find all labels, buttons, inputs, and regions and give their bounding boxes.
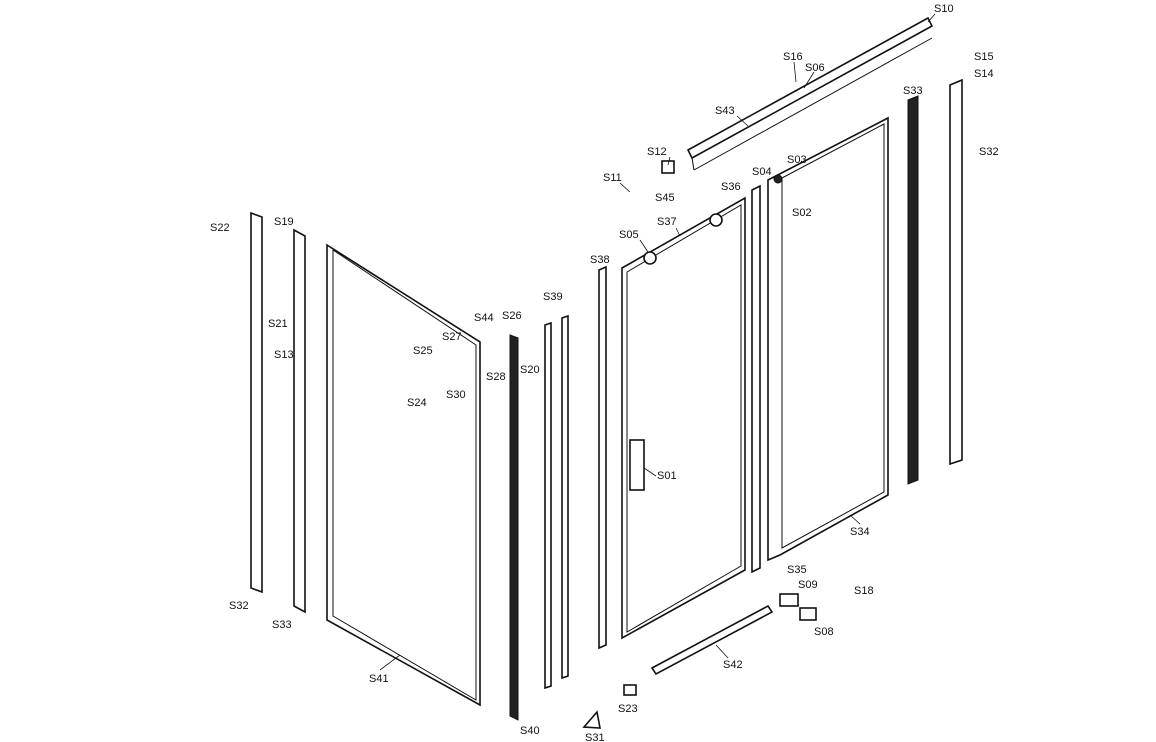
label-s08: S08 (814, 626, 834, 638)
left-seal-strip-s33 (293, 228, 306, 614)
label-s43: S43 (715, 105, 735, 117)
label-s09: S09 (798, 579, 818, 591)
door-panel-s37 (621, 196, 746, 640)
right-seal-strip-s33 (907, 95, 919, 485)
label-s22: S22 (210, 222, 230, 234)
label-s27: S27 (442, 331, 462, 343)
label-s36: S36 (721, 181, 741, 193)
seal-strip-s39b (561, 314, 569, 680)
label-s37: S37 (657, 216, 677, 228)
label-s45: S45 (655, 192, 675, 204)
profile-s36 (751, 184, 761, 574)
label-s31: S31 (585, 732, 605, 742)
floor-guide-s31 (582, 710, 601, 729)
label-s19: S19 (274, 216, 294, 228)
label-s16: S16 (783, 51, 803, 63)
label-s33-right: S33 (903, 85, 923, 97)
label-s06: S06 (805, 62, 825, 74)
side-panel-s41 (326, 243, 481, 707)
label-s13: S13 (274, 349, 294, 361)
fixed-panel-s34 (767, 116, 889, 562)
left-wall-profile-s32 (250, 211, 263, 594)
label-s21: S21 (268, 318, 288, 330)
label-s28: S28 (486, 371, 506, 383)
label-s01: S01 (657, 470, 677, 482)
label-s05: S05 (619, 229, 639, 241)
label-s10: S10 (934, 3, 954, 15)
guide-s08 (799, 607, 817, 621)
label-s14: S14 (974, 68, 994, 80)
label-s33-left: S33 (272, 619, 292, 631)
parts (250, 16, 963, 729)
label-s20: S20 (520, 364, 540, 376)
label-s40: S40 (520, 725, 540, 737)
label-s25: S25 (413, 345, 433, 357)
label-s34: S34 (850, 526, 870, 538)
guide-s09 (779, 593, 799, 607)
door-handle-s01 (629, 439, 645, 491)
label-s24: S24 (407, 397, 427, 409)
roller-s05b (709, 213, 723, 227)
label-s42: S42 (723, 659, 743, 671)
roller-s05 (643, 251, 657, 265)
label-s35: S35 (787, 564, 807, 576)
label-s32-right: S32 (979, 146, 999, 158)
bracket-s12 (661, 160, 675, 174)
label-s18: S18 (854, 585, 874, 597)
seal-strip-s38 (598, 265, 607, 650)
label-s26: S26 (502, 310, 522, 322)
part-labels: S10 S16 S06 S15 S14 S43 S33 S32 S12 S04 … (210, 3, 999, 742)
top-rail-s43 (686, 16, 934, 160)
label-s11: S11 (603, 172, 622, 184)
label-s44: S44 (474, 312, 494, 324)
label-s15: S15 (974, 51, 994, 63)
label-s23: S23 (618, 703, 638, 715)
bottom-rail-s42 (650, 604, 774, 676)
seal-strip-s39a (544, 321, 552, 690)
corner-profile-s40 (509, 334, 519, 721)
right-wall-profile-s32 (949, 78, 963, 466)
label-s41: S41 (369, 673, 389, 685)
label-s02: S02 (792, 207, 812, 219)
roller-s04 (773, 174, 783, 184)
stopper-s23 (623, 684, 637, 696)
label-s03: S03 (787, 154, 807, 166)
label-s32-left: S32 (229, 600, 249, 612)
label-s30: S30 (446, 389, 466, 401)
label-s39: S39 (543, 291, 563, 303)
label-s04: S04 (752, 166, 772, 178)
label-s38: S38 (590, 254, 610, 266)
label-s12: S12 (647, 146, 667, 158)
leader-lines (379, 13, 936, 671)
